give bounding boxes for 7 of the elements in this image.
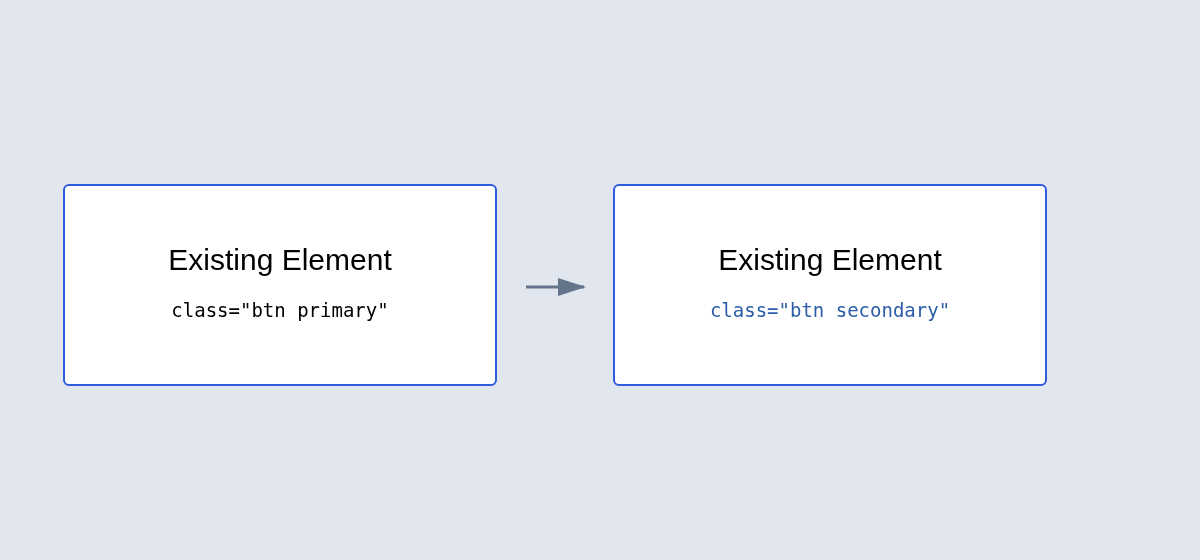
element-box (613, 184, 1047, 386)
box-title: Existing Element (168, 243, 392, 277)
class-attribute-code: class="btn primary" (171, 299, 389, 321)
box-title: Existing Element (718, 243, 942, 277)
element-box (63, 184, 497, 386)
class-attribute-code: class="btn secondary" (709, 299, 951, 321)
arrow (526, 278, 586, 296)
